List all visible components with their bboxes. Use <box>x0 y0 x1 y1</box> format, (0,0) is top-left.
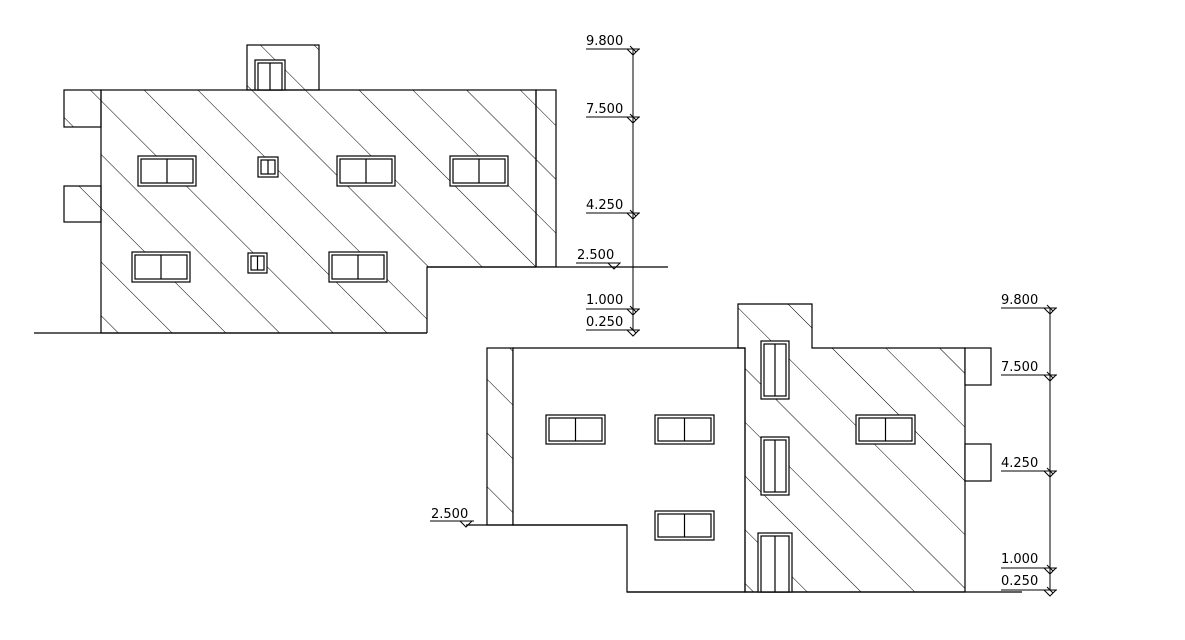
elevation-b-level-label: 1.000 <box>1001 552 1038 567</box>
elevation-a-window <box>137 155 197 187</box>
elevation-a <box>34 44 668 334</box>
elevation-a-level-label: 1.000 <box>586 293 623 308</box>
elevation-a-small-window <box>257 156 279 178</box>
elevation-a-window <box>336 155 396 187</box>
elevation-a-tower-door <box>254 59 286 91</box>
elevation-b-vertical-window <box>760 340 790 400</box>
elevation-b-plain-wall <box>512 347 746 593</box>
elevation-b-door <box>757 532 793 593</box>
elevation-a-small-window <box>247 252 268 274</box>
elevation-a-level-dimensions <box>576 45 641 337</box>
elevation-a-level-label: 4.250 <box>586 198 623 213</box>
elevation-a-window <box>328 251 388 283</box>
elevation-b-window <box>855 414 916 445</box>
elevation-a-left-projection-lower <box>63 185 102 223</box>
elevation-b-right-projection-lower <box>964 443 992 482</box>
elevation-a-window <box>131 251 191 283</box>
elevation-a-level-label: 7.500 <box>586 102 623 117</box>
elevation-a-left-projection-upper <box>63 89 102 128</box>
elevation-b-window <box>654 414 715 445</box>
elevation-b-ground-level-label: 2.500 <box>431 507 468 522</box>
elevation-b-level-label: 0.250 <box>1001 574 1038 589</box>
elevation-a-level-label: 0.250 <box>586 315 623 330</box>
elevation-b-level-label: 9.800 <box>1001 293 1038 308</box>
elevation-b-window <box>654 510 715 541</box>
elevation-b-level-label: 4.250 <box>1001 456 1038 471</box>
elevation-a-lower-step <box>427 267 560 334</box>
elevation-b-level-dimensions <box>430 304 1058 597</box>
elevation-b-vertical-window <box>760 436 790 496</box>
elevation-b <box>466 303 1022 593</box>
elevation-a-window <box>449 155 509 187</box>
elevation-b-left-pier <box>486 347 514 526</box>
elevation-b-right-projection-upper <box>964 347 992 386</box>
elevation-a-ground-level-label: 2.500 <box>577 248 614 263</box>
elevation-b-window <box>545 414 606 445</box>
elevation-a-level-label: 9.800 <box>586 34 623 49</box>
elevation-a-right-pier <box>535 89 557 268</box>
elevation-b-level-label: 7.500 <box>1001 360 1038 375</box>
